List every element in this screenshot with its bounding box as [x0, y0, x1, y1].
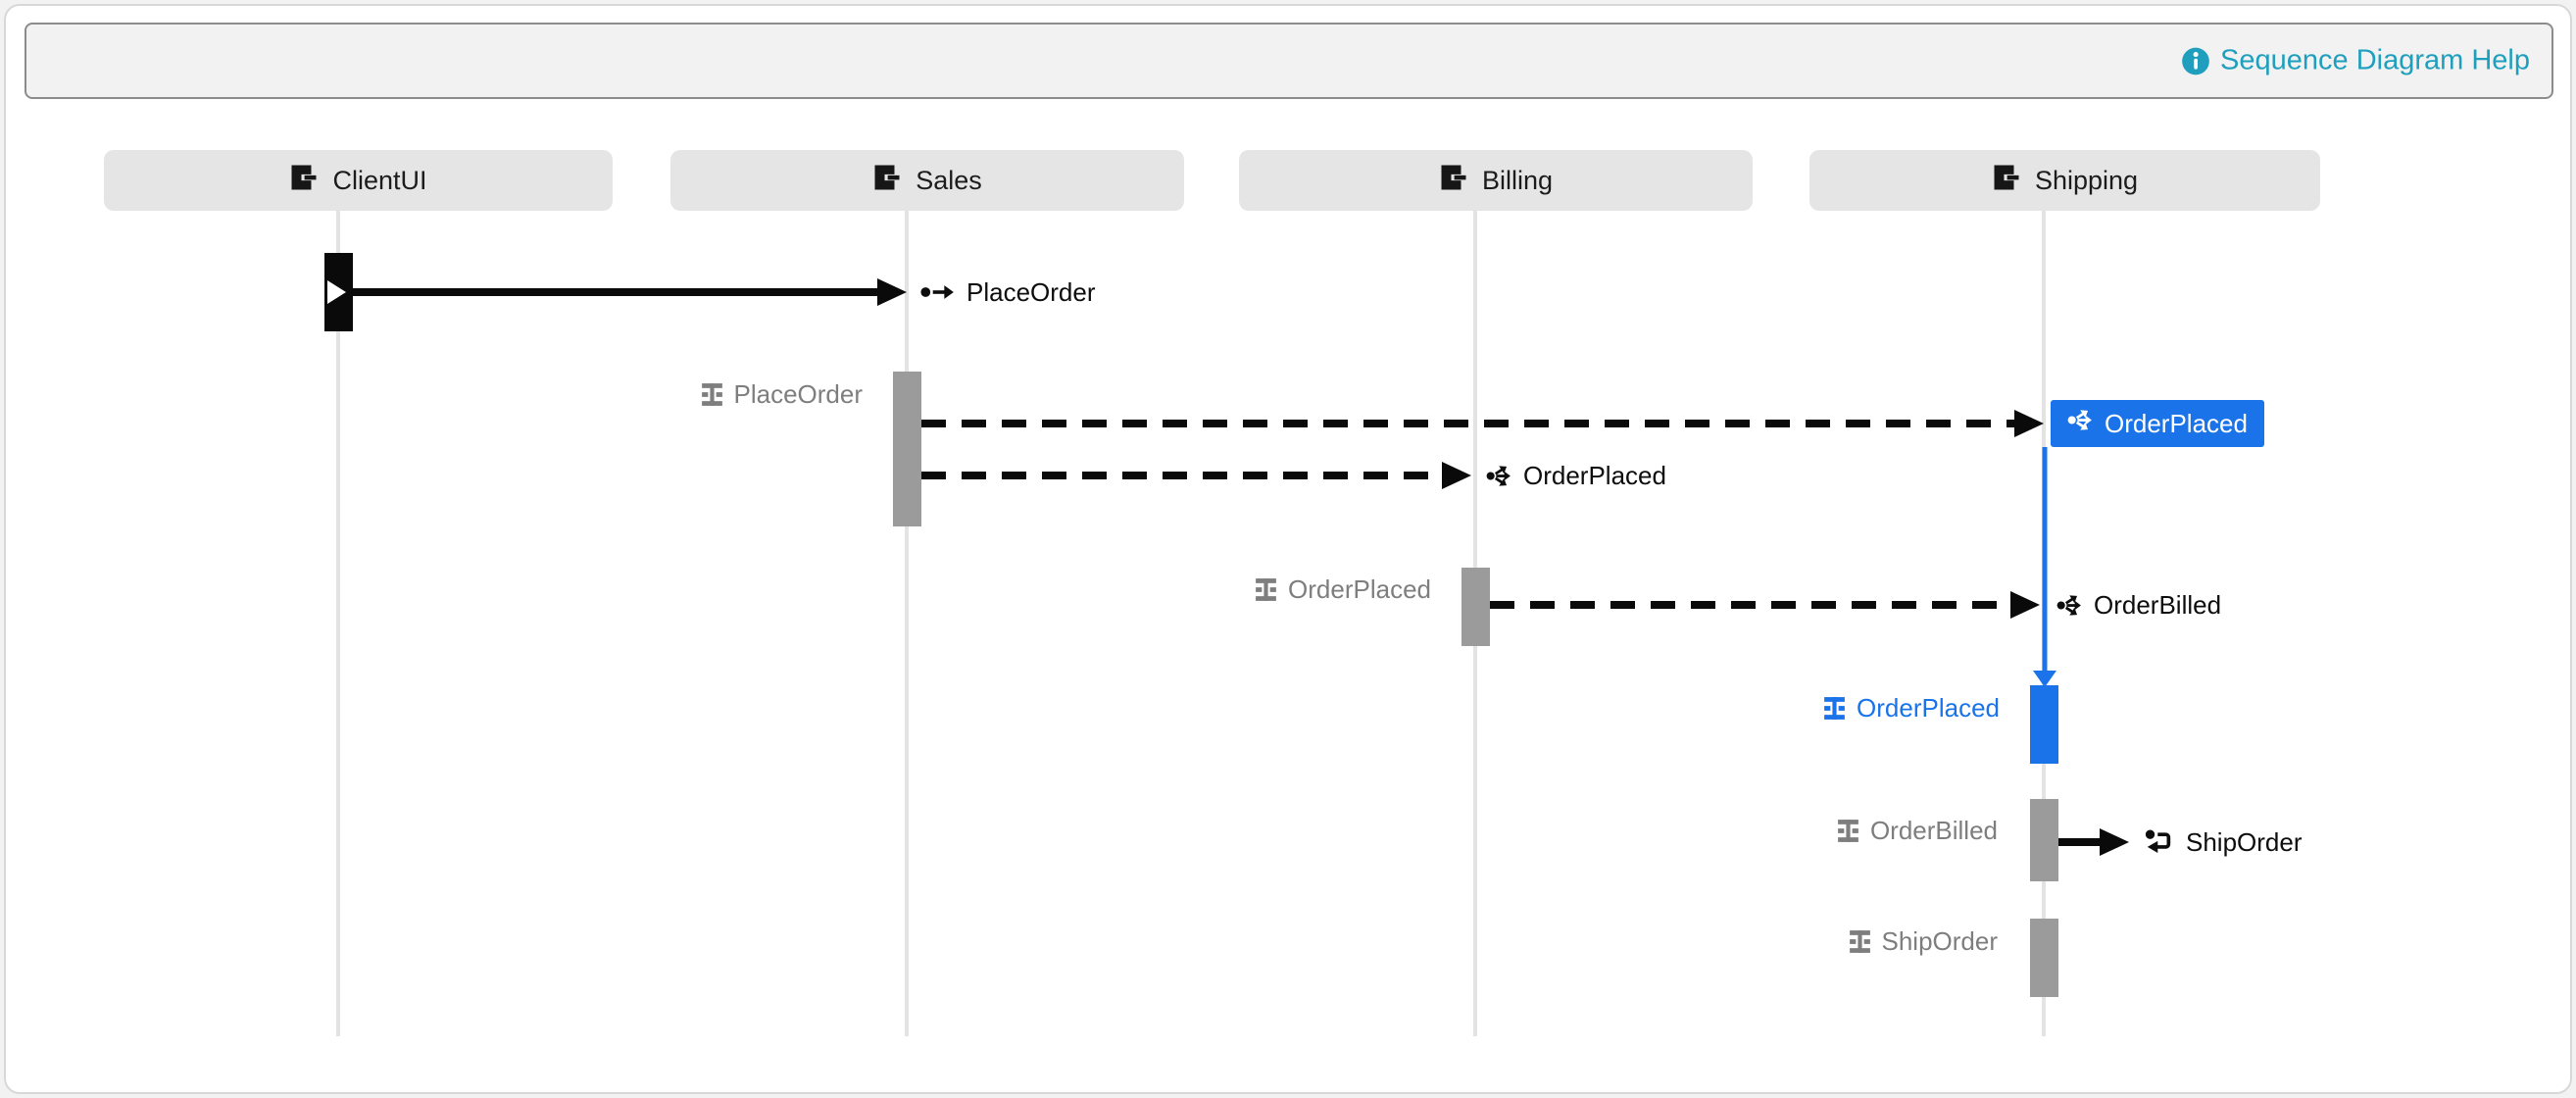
diagram-panel: Sequence Diagram Help ClientUI	[4, 4, 2572, 1094]
info-icon	[2181, 46, 2210, 75]
activation-bar-billing-orderplaced	[1461, 568, 1490, 646]
message-orderbilled-event-shipping[interactable]: OrderBilled	[2056, 585, 2221, 624]
endpoint-label: Shipping	[2034, 165, 2139, 195]
handler-orderplaced-billing[interactable]: OrderPlaced	[1255, 570, 1431, 609]
message-orderplaced-event-shipping-selected[interactable]: OrderPlaced	[2051, 400, 2264, 447]
play-icon	[327, 280, 346, 304]
arrow-orderplaced-sales-to-shipping	[921, 410, 2047, 437]
message-orderplaced-event-billing[interactable]: OrderPlaced	[1486, 456, 1666, 495]
handler-label: OrderBilled	[1869, 815, 1998, 845]
handler-icon	[1823, 695, 1846, 722]
message-placeorder-command[interactable]: PlaceOrder	[920, 273, 1096, 312]
activation-bar-sales-placeorder	[893, 372, 921, 526]
handler-icon	[1255, 576, 1277, 603]
message-label: OrderPlaced	[2105, 408, 2248, 438]
handler-label: OrderPlaced	[1857, 692, 2000, 723]
arrow-orderplaced-sales-to-billing	[921, 462, 1474, 489]
sequence-diagram-help-link[interactable]: Sequence Diagram Help	[2181, 45, 2530, 77]
handler-icon	[701, 381, 723, 408]
publish-event-icon	[2056, 592, 2083, 619]
handler-label: ShipOrder	[1881, 925, 1999, 956]
handler-label: OrderPlaced	[1288, 574, 1431, 604]
activation-bar-shipping-orderplaced-selected	[2030, 685, 2058, 764]
endpoint-header-sales: Sales	[670, 150, 1184, 211]
endpoint-header-billing: Billing	[1239, 150, 1753, 211]
arrow-shiporder-shipping-to-self	[2058, 828, 2131, 856]
lifeline-clientui	[336, 211, 340, 1036]
endpoint-label: Billing	[1481, 165, 1554, 195]
send-to-self-icon	[2145, 828, 2175, 857]
endpoint-label: ClientUI	[332, 165, 427, 195]
activation-bar-shipping-orderbilled	[2030, 799, 2058, 881]
send-command-icon	[920, 280, 956, 304]
message-label: OrderBilled	[2094, 589, 2222, 620]
message-label: ShipOrder	[2186, 826, 2303, 857]
endpoint-header-clientui: ClientUI	[104, 150, 613, 211]
endpoint-icon	[872, 163, 902, 199]
handler-orderplaced-shipping-selected[interactable]: OrderPlaced	[1823, 688, 2000, 727]
arrow-orderbilled-billing-to-shipping	[1490, 591, 2043, 619]
handler-orderbilled-shipping[interactable]: OrderBilled	[1837, 811, 1998, 850]
message-shiporder-command[interactable]: ShipOrder	[2145, 823, 2303, 862]
arrow-placeorder-clientui-to-sales	[353, 278, 910, 306]
toolbar: Sequence Diagram Help	[25, 23, 2553, 99]
arrow-orderplaced-event-down-shipping	[2031, 447, 2058, 688]
publish-event-icon	[1486, 463, 1512, 489]
activation-bar-shipping-shiporder	[2030, 919, 2058, 997]
message-label: PlaceOrder	[966, 276, 1096, 307]
handler-placeorder-sales[interactable]: PlaceOrder	[701, 374, 864, 414]
publish-event-icon	[2067, 407, 2094, 440]
handler-shiporder-shipping[interactable]: ShipOrder	[1849, 922, 1999, 961]
handler-icon	[1837, 818, 1859, 844]
endpoint-icon	[289, 163, 319, 199]
endpoint-label: Sales	[916, 165, 982, 195]
handler-icon	[1849, 928, 1871, 955]
handler-label: PlaceOrder	[733, 378, 864, 409]
endpoint-header-shipping: Shipping	[1809, 150, 2320, 211]
endpoint-icon	[1439, 163, 1468, 199]
message-label: OrderPlaced	[1523, 460, 1666, 490]
help-link-label: Sequence Diagram Help	[2220, 44, 2530, 76]
endpoint-icon	[1992, 163, 2021, 199]
lifeline-sales	[905, 211, 909, 1036]
